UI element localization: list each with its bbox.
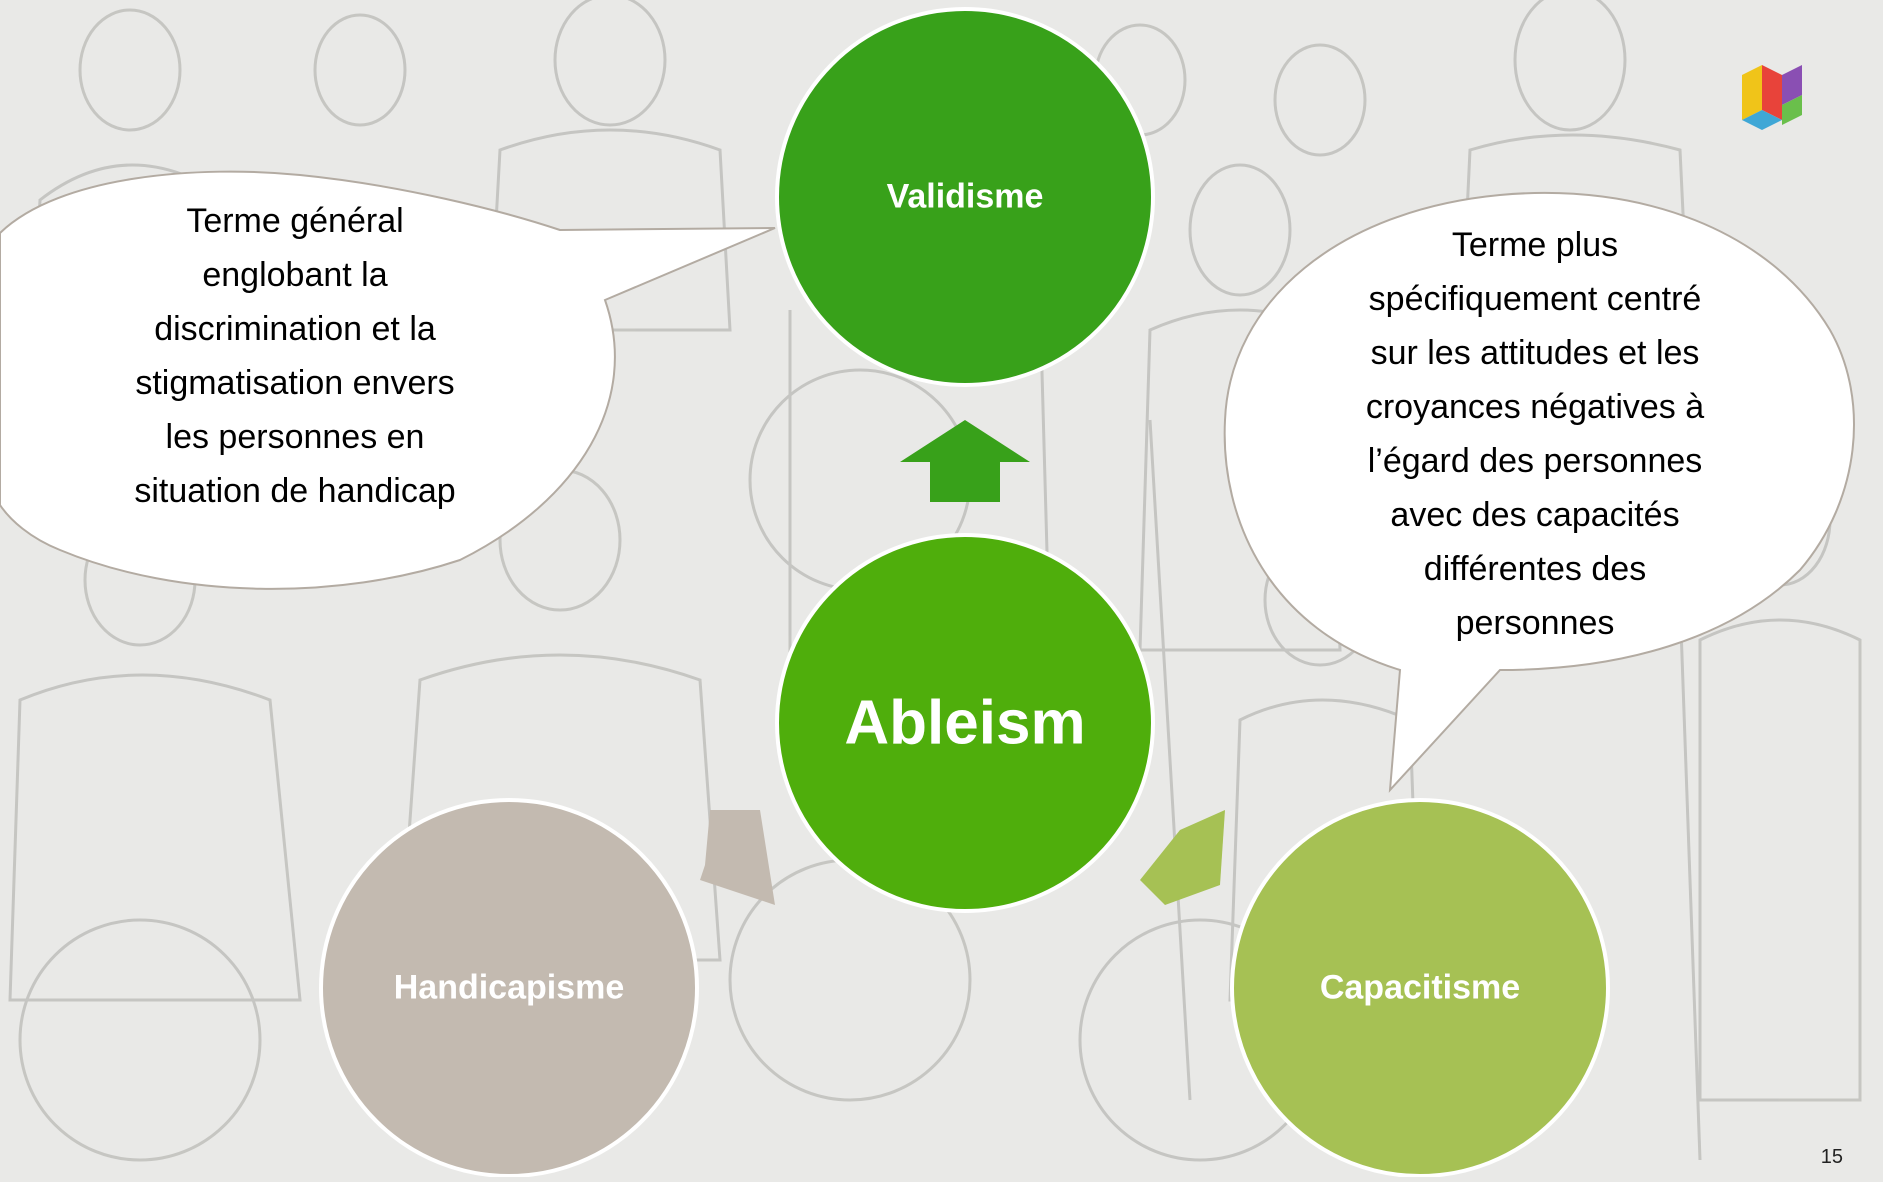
bubble-left-line: stigmatisation envers: [135, 364, 455, 402]
arrow-up-icon: [900, 420, 1030, 502]
speech-bubble-left: [0, 170, 776, 590]
bubble-right-line: avec des capacités: [1390, 496, 1680, 534]
colorful-cube-logo-icon: [1742, 65, 1802, 130]
validisme-circle: [775, 7, 1155, 387]
bubble-left-line: les personnes en: [165, 418, 425, 456]
bubble-right-line: Terme plus: [1451, 226, 1619, 264]
capacitisme-label: Capacitisme: [1319, 968, 1521, 1007]
bubble-right-line: sur les attitudes et les: [1370, 334, 1700, 372]
speech-bubble-right: [1223, 191, 1855, 793]
arrow-down-right-icon: [1140, 810, 1225, 905]
bubble-right-line: l’égard des personnes: [1367, 442, 1703, 480]
bubble-left-text: Terme général englobant la discriminatio…: [105, 194, 485, 518]
handicapisme-circle: [319, 798, 699, 1178]
page-number: 15: [1820, 1146, 1843, 1168]
bubble-right-line: personnes: [1455, 604, 1615, 642]
bubble-left-line: englobant la: [202, 256, 388, 294]
arrow-down-left-icon: [700, 810, 775, 905]
ableism-label: Ableism: [844, 688, 1086, 758]
bubble-left-line: discrimination et la: [154, 310, 436, 348]
bubble-left-line: Terme général: [186, 202, 404, 240]
bubble-left-line: situation de handicap: [134, 472, 456, 510]
handicapisme-label: Handicapisme: [393, 968, 625, 1007]
bubble-right-line: différentes des: [1423, 550, 1647, 588]
bubble-right-line: croyances négatives à: [1365, 388, 1705, 426]
ableism-circle: [775, 533, 1155, 913]
capacitisme-circle: [1230, 798, 1610, 1178]
bubble-right-line: spécifiquement centré: [1368, 280, 1702, 318]
validisme-label: Validisme: [886, 177, 1044, 216]
bubble-right-text: Terme plus spécifiquement centré sur les…: [1320, 218, 1750, 650]
